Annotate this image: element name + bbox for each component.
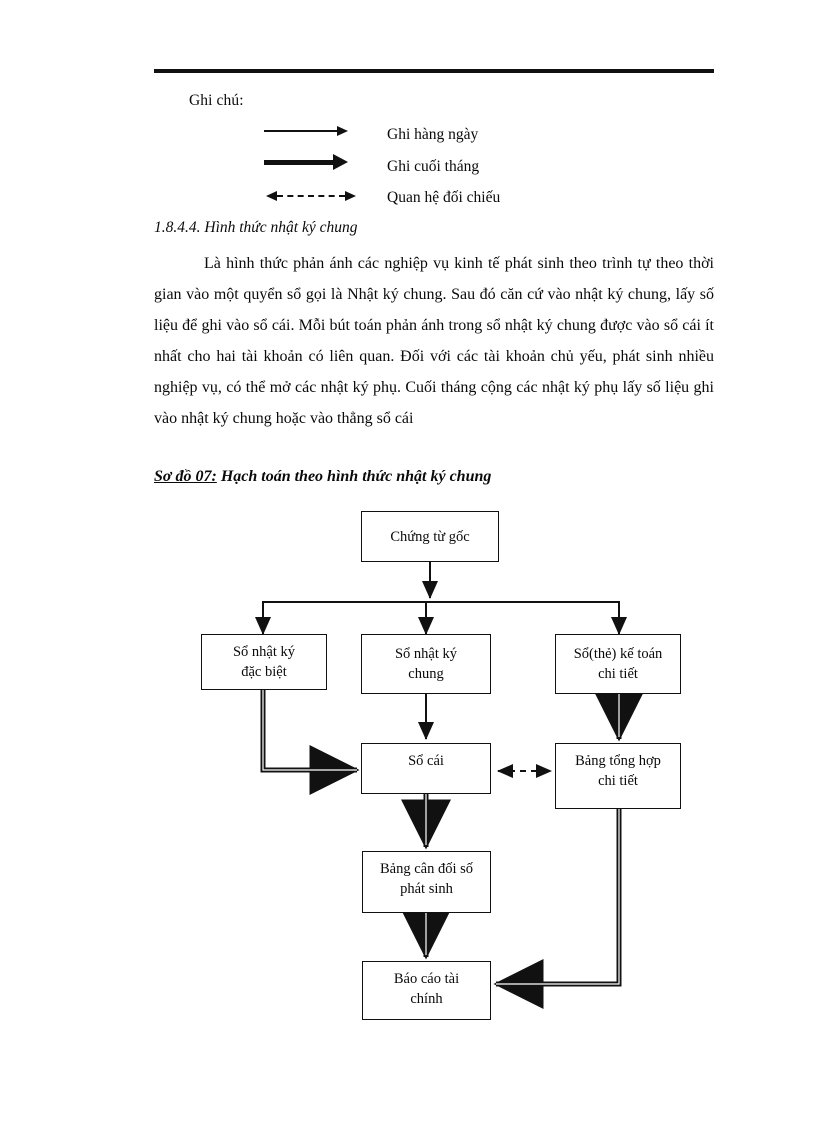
node-detail-ledger: Sổ(thẻ) kế toán chi tiết [555, 634, 681, 694]
thick-arrow-icon [264, 154, 348, 170]
node-label: Chứng từ gốc [390, 528, 470, 545]
node-special-journal: Sổ nhật ký đặc biệt [201, 634, 327, 690]
section-paragraph: Là hình thức phản ánh các nghiệp vụ kinh… [154, 255, 714, 427]
node-trial-balance: Bảng cân đối số phát sinh [362, 851, 491, 913]
node-general-journal: Sổ nhật ký chung [361, 634, 491, 694]
node-label: Bảng tổng hợp chi tiết [575, 753, 661, 789]
node-label: Sổ cái [408, 753, 444, 769]
node-general-ledger: Sổ cái [361, 743, 491, 794]
node-label: Sổ nhật ký đặc biệt [232, 644, 296, 680]
node-label: Báo cáo tài chính [393, 971, 460, 1007]
legend-label-monthly: Ghi cuối tháng [387, 158, 480, 175]
thin-arrow-icon [264, 126, 348, 136]
dashed-double-arrow-icon [266, 191, 356, 201]
header-rule [154, 69, 714, 73]
section-heading: 1.8.4.4. Hình thức nhật ký chung [154, 219, 358, 236]
node-source-docs: Chứng từ gốc [361, 511, 499, 562]
legend-title: Ghi chú: [189, 92, 244, 109]
legend-label-daily: Ghi hàng ngày [387, 126, 479, 143]
diagram-caption-label: Sơ đồ 07: [154, 468, 217, 485]
node-label: Bảng cân đối số phát sinh [379, 861, 474, 897]
diagram-caption-title: Hạch toán theo hình thức nhật ký chung [220, 468, 492, 485]
node-financial-report: Báo cáo tài chính [362, 961, 491, 1020]
legend-label-crosscheck: Quan hệ đối chiếu [387, 189, 501, 206]
node-detail-summary: Bảng tổng hợp chi tiết [555, 743, 681, 809]
diagram-caption: Sơ đồ 07: Hạch toán theo hình thức nhật … [154, 468, 724, 486]
node-label: Sổ nhật ký chung [394, 646, 458, 682]
node-label: Sổ(thẻ) kế toán chi tiết [573, 646, 663, 682]
